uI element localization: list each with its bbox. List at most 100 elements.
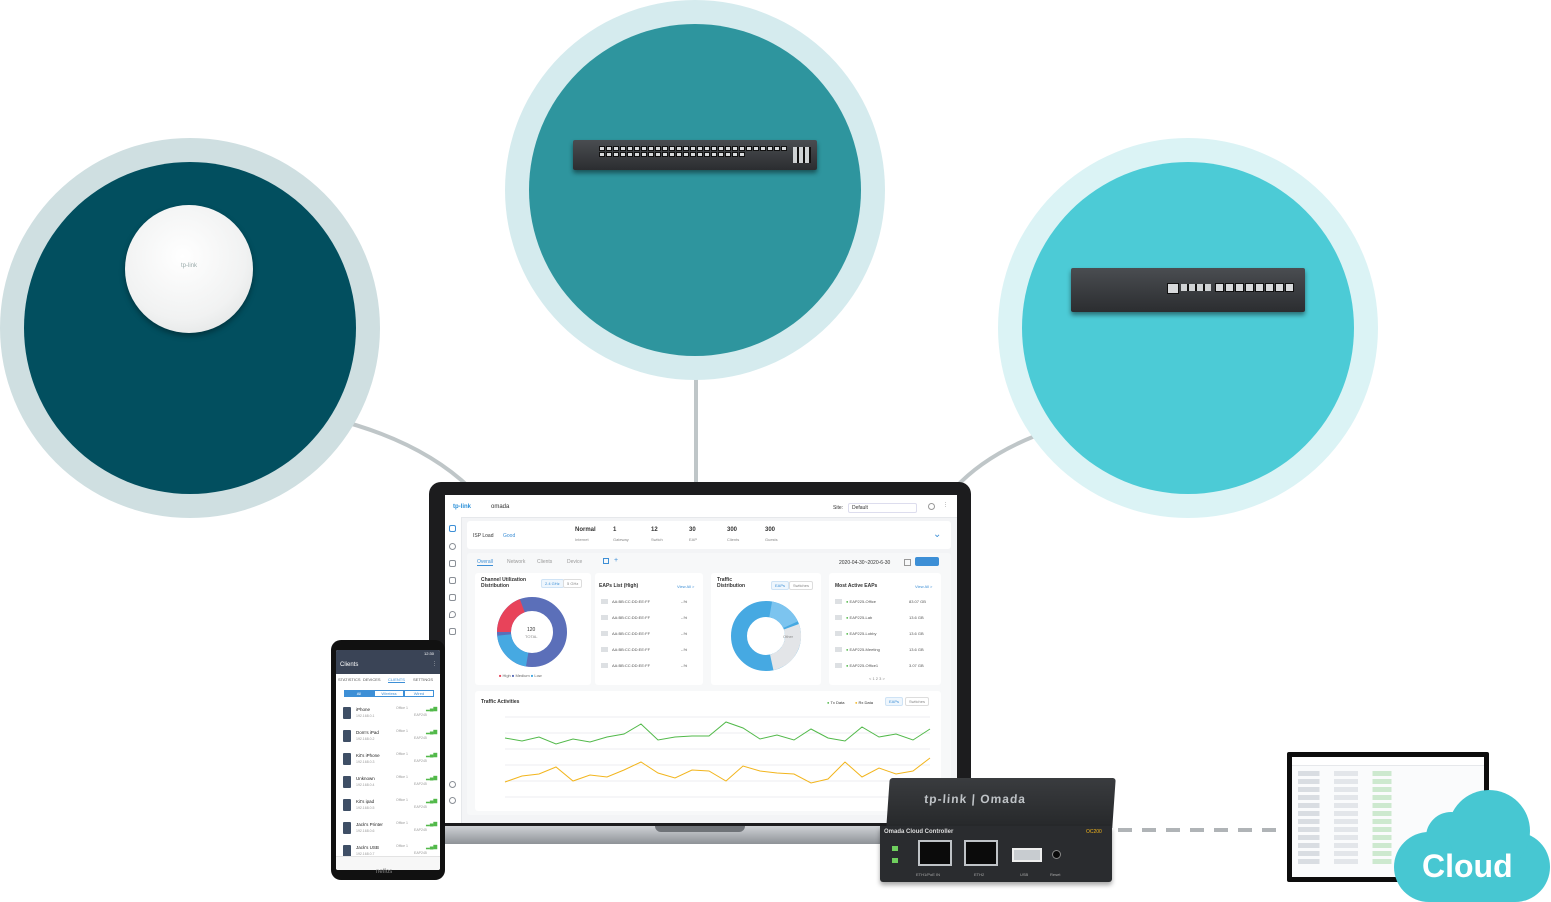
active-eap-value: 83.07 GB bbox=[909, 599, 926, 604]
stat-value: 1 bbox=[613, 527, 617, 533]
phone-tab-statistics[interactable]: STATISTICS bbox=[338, 677, 361, 682]
client-ap: EAP245 bbox=[414, 713, 427, 717]
insights-nav-icon[interactable] bbox=[449, 594, 456, 601]
devices-nav-icon[interactable] bbox=[449, 577, 456, 584]
active-eap-value: 13.6 GB bbox=[909, 615, 924, 620]
traffic-activities-card: Traffic Activities ● Tx Data ● Rx Data E… bbox=[475, 691, 941, 811]
map-nav-icon[interactable] bbox=[449, 560, 456, 567]
active-eaps-pager[interactable]: < 1 2 3 > bbox=[869, 676, 885, 681]
traffic-distribution-card: Traffic Distribution EAPs Switches Other bbox=[711, 573, 821, 685]
activities-switches-toggle[interactable]: Switches bbox=[905, 697, 930, 706]
log-nav-icon[interactable] bbox=[449, 628, 456, 635]
switch-port bbox=[711, 146, 717, 151]
switch-port bbox=[634, 152, 640, 157]
eaps-list-title: EAPs List (High) bbox=[599, 583, 639, 589]
port-label-usb: USB bbox=[1020, 872, 1029, 877]
usb-port[interactable] bbox=[1012, 848, 1042, 862]
port-label-eth2: ETH2 bbox=[974, 872, 985, 877]
phone-filter-wireless[interactable]: Wireless bbox=[374, 690, 404, 697]
switch-port bbox=[599, 152, 605, 157]
band-24ghz[interactable]: 2.4 GHz bbox=[541, 579, 564, 588]
phone-tab-settings[interactable]: SETTINGS bbox=[413, 677, 434, 682]
phone-tab-clients[interactable]: CLIENTS bbox=[388, 677, 405, 683]
add-icon[interactable]: + bbox=[614, 557, 619, 564]
monitor-table-row bbox=[1298, 787, 1418, 792]
ap-logo: tp-link bbox=[180, 263, 197, 269]
apply-button[interactable] bbox=[915, 557, 939, 566]
active-eap-row[interactable]: ● EAP225-Lab bbox=[835, 615, 872, 621]
phone-client-row[interactable]: Jack's USB 192.168.0.7 Office 1 EAP245 ▂… bbox=[340, 842, 437, 862]
client-name: Kit's iPhone bbox=[356, 753, 380, 758]
search-icon[interactable] bbox=[928, 503, 935, 510]
more-icon[interactable]: ⋮ bbox=[943, 502, 948, 508]
switch-port bbox=[739, 152, 745, 157]
traffic-eaps-toggle[interactable]: EAPs bbox=[771, 581, 790, 590]
active-eaps-view-all[interactable]: View All > bbox=[915, 584, 933, 589]
phone-tab-devices[interactable]: DEVICES bbox=[363, 677, 381, 682]
router-port bbox=[1275, 283, 1284, 292]
client-ip: 192.168.0.4 bbox=[356, 783, 375, 787]
tab-clients[interactable]: Clients bbox=[537, 559, 553, 565]
calendar-icon[interactable] bbox=[904, 559, 911, 566]
switch-sfp-ports bbox=[793, 147, 811, 163]
switch-port bbox=[704, 152, 710, 157]
channel-total-label: TOTAL bbox=[525, 634, 538, 639]
client-ip: 192.168.0.5 bbox=[356, 806, 375, 810]
switch-port bbox=[655, 152, 661, 157]
phone-filter-wired[interactable]: Wired bbox=[404, 690, 434, 697]
site-select[interactable]: Default bbox=[848, 503, 917, 513]
phone-status-bar bbox=[336, 650, 440, 658]
traffic-switches-toggle[interactable]: Switches bbox=[789, 581, 814, 590]
chevron-down-icon[interactable]: ⌄ bbox=[933, 529, 942, 540]
active-eap-row[interactable]: ● EAP225-Office1 bbox=[835, 663, 878, 669]
eap-row[interactable]: AA:BB:CC:DD:EE:FF bbox=[601, 647, 650, 653]
phone-more-icon[interactable]: ⋮ bbox=[432, 661, 437, 667]
reset-button[interactable] bbox=[1052, 850, 1061, 859]
client-ap: EAP245 bbox=[414, 759, 427, 763]
eap-row[interactable]: AA:BB:CC:DD:EE:FF bbox=[601, 631, 650, 637]
router-sfp-ports bbox=[1181, 284, 1211, 291]
active-eap-row[interactable]: ● EAP225-Meeting bbox=[835, 647, 880, 653]
active-eap-row[interactable]: ● EAP225-Lobby bbox=[835, 631, 876, 637]
eap-row[interactable]: AA:BB:CC:DD:EE:FF bbox=[601, 599, 650, 605]
dashboard-sidebar bbox=[445, 517, 462, 823]
router-port bbox=[1235, 283, 1244, 292]
eth1-port[interactable] bbox=[918, 840, 952, 866]
edit-icon[interactable] bbox=[603, 558, 609, 564]
switch-ports bbox=[599, 146, 789, 157]
client-ip: 192.168.0.1 bbox=[356, 714, 375, 718]
eap-row[interactable]: AA:BB:CC:DD:EE:FF bbox=[601, 615, 650, 621]
statistics-nav-icon[interactable] bbox=[449, 543, 456, 550]
phone-client-row[interactable]: Dom's iPad 192.168.0.2 Office 1 EAP245 ▂… bbox=[340, 727, 437, 747]
router-wan-port bbox=[1167, 283, 1179, 294]
phone-client-row[interactable]: iPhone 192.168.0.1 Office 1 EAP245 ▂▄▆ bbox=[340, 704, 437, 724]
eaps-view-all-link[interactable]: View All > bbox=[677, 584, 695, 589]
switch-port bbox=[648, 152, 654, 157]
eth2-port[interactable] bbox=[964, 840, 998, 866]
account-nav-icon[interactable] bbox=[449, 781, 456, 788]
tab-overall[interactable]: Overall bbox=[477, 559, 493, 566]
controller-brand: tp-link | Omada bbox=[923, 792, 1027, 806]
date-range[interactable]: 2020-04-30~2020-6-30 bbox=[839, 560, 891, 566]
switch-port bbox=[634, 146, 640, 151]
phone-client-row[interactable]: Kit's ipad 192.168.0.5 Office 1 EAP245 ▂… bbox=[340, 796, 437, 816]
tab-network[interactable]: Network bbox=[507, 559, 526, 565]
location-nav-icon[interactable] bbox=[449, 611, 456, 618]
switch-port bbox=[669, 152, 675, 157]
phone-client-row[interactable]: Jack's Printer 192.168.0.6 Office 1 EAP2… bbox=[340, 819, 437, 839]
dashboard-nav-icon[interactable] bbox=[449, 525, 456, 532]
active-eap-row[interactable]: ● EAP225-Office bbox=[835, 599, 876, 605]
tx-series-line bbox=[504, 721, 931, 745]
activities-eaps-toggle[interactable]: EAPs bbox=[885, 697, 904, 706]
phone-client-row[interactable]: Kit's iPhone 192.168.0.3 Office 1 EAP245… bbox=[340, 750, 437, 770]
switch-port bbox=[676, 146, 682, 151]
tab-device[interactable]: Device bbox=[567, 559, 583, 565]
phone-filter-all[interactable]: All bbox=[344, 690, 374, 697]
phone-client-row[interactable]: Unknown 192.168.0.4 Office 1 EAP245 ▂▄▆ bbox=[340, 773, 437, 793]
stat-value: 300 bbox=[765, 527, 776, 533]
band-5ghz[interactable]: 5 GHz bbox=[563, 579, 583, 588]
eap-row[interactable]: AA:BB:CC:DD:EE:FF bbox=[601, 663, 650, 669]
switch-port bbox=[767, 146, 773, 151]
settings-nav-icon[interactable] bbox=[449, 797, 456, 804]
channel-donut bbox=[497, 597, 567, 667]
